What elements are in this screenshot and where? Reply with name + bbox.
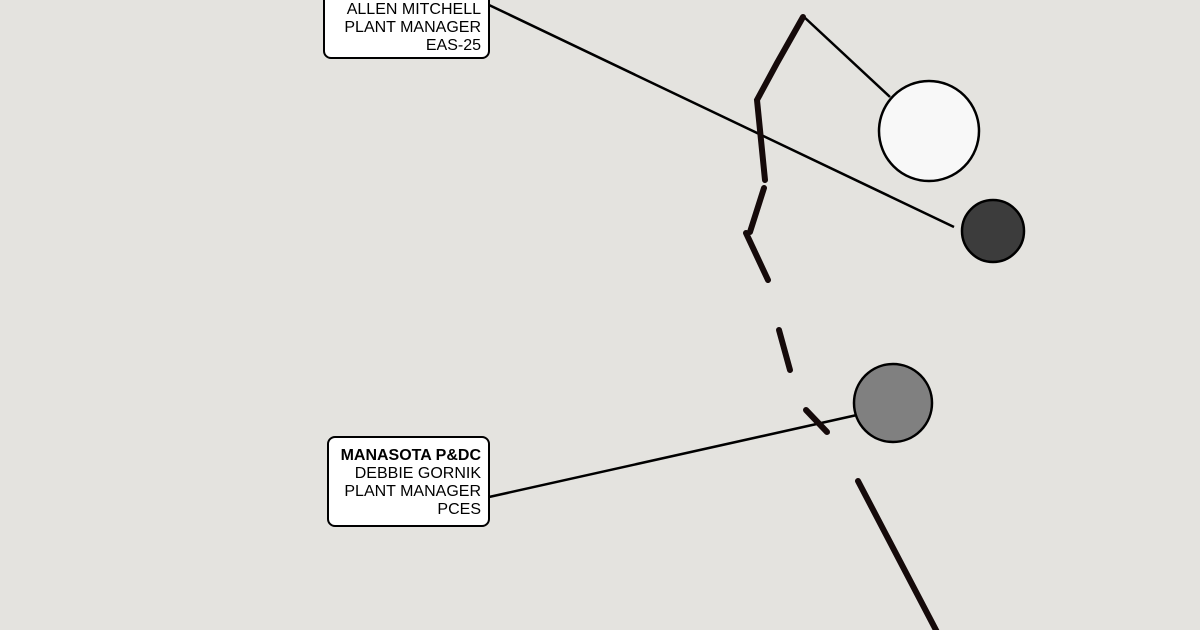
leader-line-white-marker bbox=[802, 15, 891, 98]
label-line: PCES bbox=[437, 501, 481, 518]
label-allen-mitchell[interactable]: ALLEN MITCHELL PLANT MANAGER EAS-25 bbox=[323, 0, 490, 59]
marker-dark[interactable] bbox=[960, 198, 1026, 264]
leader-line-allen-mitchell bbox=[488, 3, 955, 229]
label-line: DEBBIE GORNIK bbox=[354, 465, 481, 482]
leader-line-manasota bbox=[488, 413, 858, 499]
label-line: PLANT MANAGER bbox=[344, 19, 481, 36]
label-manasota[interactable]: MANASOTA P&DC DEBBIE GORNIK PLANT MANAGE… bbox=[327, 436, 490, 527]
label-line: PLANT MANAGER bbox=[344, 483, 481, 500]
label-title: MANASOTA P&DC bbox=[340, 447, 481, 464]
marker-gray[interactable] bbox=[852, 362, 934, 444]
label-line: ALLEN MITCHELL bbox=[346, 1, 481, 18]
label-line: EAS-25 bbox=[425, 37, 481, 54]
route-path bbox=[743, 14, 940, 630]
marker-white[interactable] bbox=[877, 79, 981, 183]
